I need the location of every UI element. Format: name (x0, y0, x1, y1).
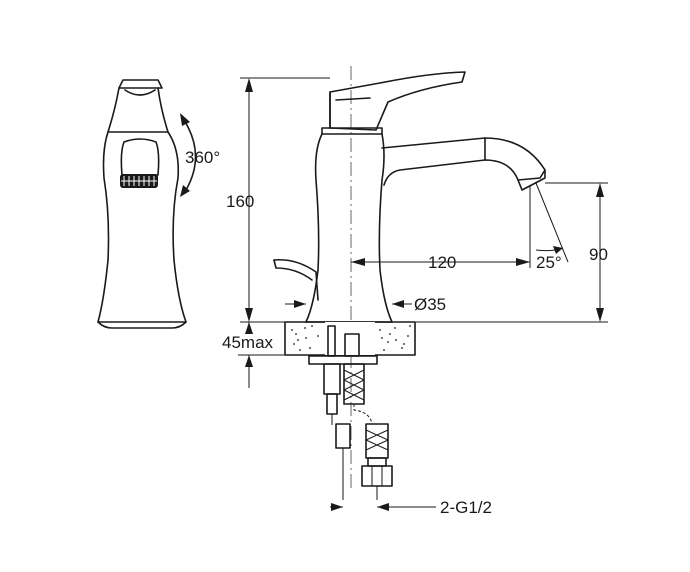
angle-label: 25° (536, 253, 562, 272)
dimension-deck-thickness (238, 322, 310, 388)
base-diameter-label: Ø35 (414, 295, 446, 314)
spout-height-label: 90 (589, 245, 608, 264)
dimension-height (240, 77, 330, 323)
dimension-spout-height (392, 182, 608, 323)
connection-label: 2-G1/2 (440, 498, 492, 517)
braided-hose-icon (343, 363, 393, 500)
dimension-connection (330, 503, 436, 511)
dimension-angle (535, 182, 569, 263)
reach-label: 120 (428, 253, 456, 272)
mounting-hardware (308, 325, 393, 500)
faucet-body (305, 133, 393, 323)
countertop (284, 321, 416, 356)
drain-lever (273, 258, 319, 301)
dimension-reach (351, 185, 531, 268)
deck-thickness-label: 45max (222, 333, 274, 352)
handle-lever (321, 71, 466, 135)
dimension-base-diameter (285, 300, 412, 308)
front-view (97, 79, 197, 329)
rotation-label: 360° (185, 148, 220, 167)
spout (381, 137, 546, 191)
aerator-icon (120, 174, 158, 188)
rotation-arrow-icon (180, 113, 197, 197)
height-label: 160 (226, 192, 254, 211)
